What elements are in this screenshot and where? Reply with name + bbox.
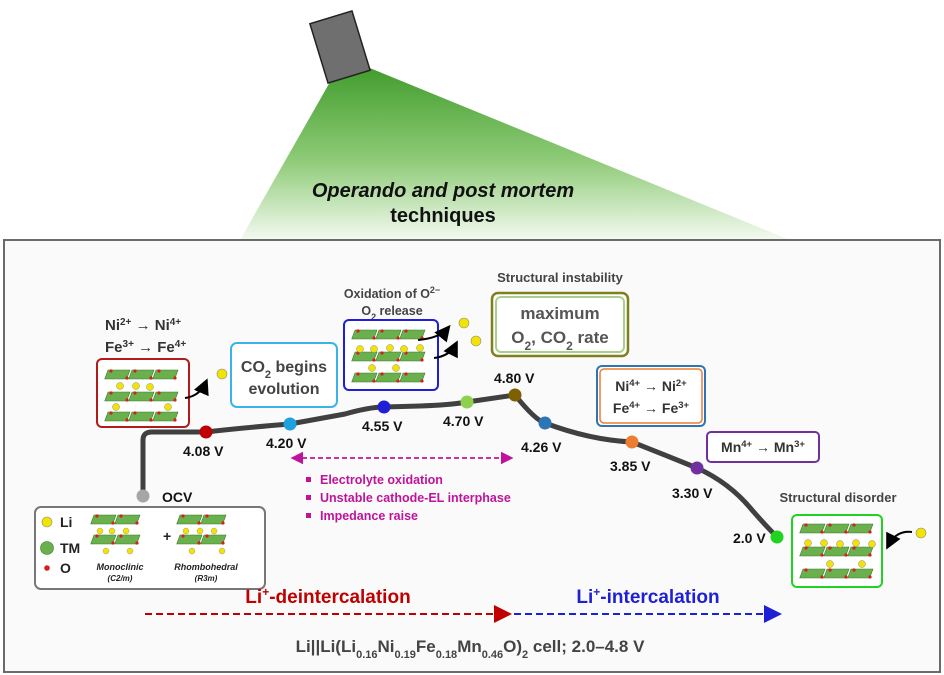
redox-discharge-line1: Ni4+ → Ni2+ <box>615 378 687 395</box>
point-3-30 <box>690 461 704 475</box>
label-ocv: OCV <box>162 489 193 505</box>
rhombohedral-structure <box>176 513 227 555</box>
instrument-icon <box>308 9 372 85</box>
point-2-0 <box>770 530 784 544</box>
note-bullet-2 <box>306 495 311 500</box>
note-bullet-3 <box>306 513 311 518</box>
mn-reduction-text: Mn4+ → Mn3+ <box>721 439 805 456</box>
inserted-li <box>915 527 927 539</box>
structural-instability-label: Structural instability <box>497 270 623 285</box>
maximum-line1: maximum <box>520 304 599 323</box>
note-2: Unstable cathode-EL interphase <box>320 491 511 505</box>
legend-o-label: O <box>60 560 71 576</box>
redox-charge-text: Ni2+ → Ni4+ Fe3+ → Fe4+ <box>105 317 186 357</box>
o2-release-arrow-1 <box>417 324 451 343</box>
legend-li-marker <box>41 516 53 528</box>
title-line1: Operando and post mortem <box>312 180 574 202</box>
point-4-70 <box>460 395 474 409</box>
note-bullet-1 <box>306 477 311 482</box>
li-release-arrow-1 <box>184 378 209 399</box>
redox-discharge-line2: Fe4+ → Fe3+ <box>613 400 690 417</box>
electrolyte-notes: Electrolyte oxidation Unstable cathode-E… <box>306 473 511 523</box>
intercalation-label: Li+-intercalation <box>576 585 719 608</box>
instrument-beam <box>240 64 790 240</box>
point-ocv <box>136 489 150 503</box>
co2-begins-line1: CO2 begins <box>241 359 327 381</box>
released-o2-2 <box>470 335 482 347</box>
released-li-1 <box>216 368 228 380</box>
point-3-85 <box>625 435 639 449</box>
label-4-80: 4.80 V <box>494 370 535 386</box>
deintercalation-label: Li+-deintercalation <box>245 585 410 608</box>
point-4-55 <box>377 400 391 414</box>
redox-discharge-box <box>596 365 706 427</box>
label-2-0: 2.0 V <box>733 530 766 546</box>
oxidation-o2-line2: O2 release <box>361 304 422 322</box>
maximum-line2: O2, CO2 rate <box>511 328 608 353</box>
legend-rhombohedral: Rhombohedral <box>174 562 238 572</box>
co2-begins-box <box>230 342 338 408</box>
label-4-20: 4.20 V <box>266 435 307 451</box>
released-o2-1 <box>458 317 470 329</box>
monoclinic-structure <box>90 513 141 555</box>
note-1: Electrolyte oxidation <box>320 473 443 487</box>
legend-tm-marker <box>40 541 54 555</box>
cell-composition: Li||Li(Li0.16Ni0.19Fe0.18Mn0.46O)2 cell;… <box>296 637 645 661</box>
legend-rhombohedral-group: (R3m) <box>195 574 218 583</box>
point-4-80 <box>508 388 522 402</box>
label-3-30: 3.30 V <box>672 485 713 501</box>
label-4-26: 4.26 V <box>521 439 562 455</box>
oxidation-o2-line1: Oxidation of O2− <box>344 285 440 301</box>
label-4-70: 4.70 V <box>443 413 484 429</box>
point-4-26 <box>538 416 552 430</box>
redox-discharge-inner-border <box>599 368 703 424</box>
label-4-08: 4.08 V <box>183 443 224 459</box>
note-3: Impedance raise <box>320 509 418 523</box>
li-insertion-arrow <box>886 530 913 550</box>
label-3-85: 3.85 V <box>610 458 651 474</box>
point-4-08 <box>199 425 213 439</box>
structure-discharged-box <box>791 514 883 588</box>
voltage-points <box>136 388 784 544</box>
legend-li-label: Li <box>60 514 72 530</box>
title-line2: techniques <box>390 205 496 227</box>
legend-monoclinic: Monoclinic <box>97 562 144 572</box>
legend-box: Li TM O + Monoclinic (C2/m) Rhombohedral… <box>34 506 266 590</box>
legend-monoclinic-group: (C2/m) <box>108 574 133 583</box>
mn-reduction-box <box>706 431 820 463</box>
o2-release-arrow-2 <box>433 340 458 359</box>
co2-begins-line2: evolution <box>248 381 319 398</box>
structural-disorder-label: Structural disorder <box>779 490 896 505</box>
label-4-55: 4.55 V <box>362 418 403 434</box>
structure-oxygen-box <box>343 319 439 391</box>
legend-o-marker <box>44 565 50 571</box>
maximum-rate-box <box>490 291 630 358</box>
maximum-rate-inner-border <box>495 296 625 353</box>
legend-tm-label: TM <box>60 540 80 556</box>
point-4-20 <box>283 417 297 431</box>
redox-charge-line2: Fe3+ → Fe4+ <box>105 339 186 357</box>
structure-charged-box <box>96 358 190 428</box>
redox-charge-line1: Ni2+ → Ni4+ <box>105 317 181 335</box>
legend-plus: + <box>163 528 171 544</box>
